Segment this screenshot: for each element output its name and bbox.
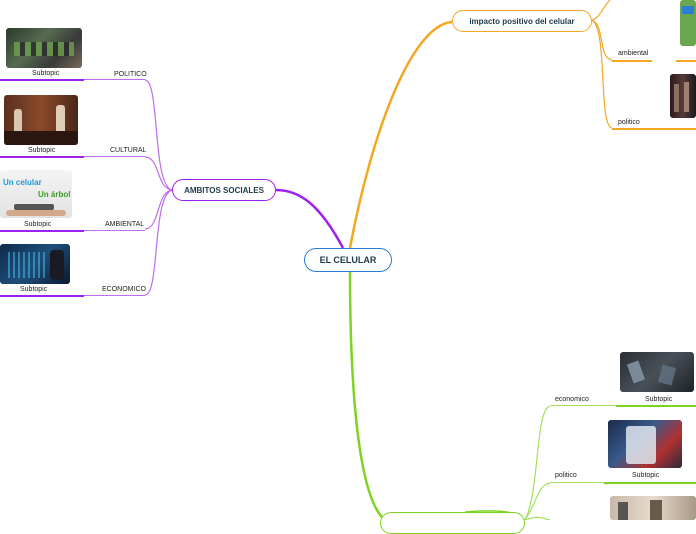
ambiental-image-text-2: Un árbol xyxy=(38,190,71,199)
bottom-politico-image xyxy=(608,420,682,468)
central-topic-label: EL CELULAR xyxy=(319,255,377,265)
mind-map-connectors xyxy=(144,0,613,520)
politico-image xyxy=(6,28,82,68)
connector-bottom-third xyxy=(524,516,551,520)
politico-underline xyxy=(84,79,145,80)
main-topic-ambitos-sociales[interactable]: AMBITOS SOCIALES xyxy=(172,179,276,201)
main-topic-impacto-positivo[interactable]: impacto positivo del celular xyxy=(452,10,592,32)
ambiental-subtopic-underline xyxy=(0,230,84,232)
impacto-politico-label: politico xyxy=(618,119,640,126)
bottom-economico-label: economico xyxy=(555,396,589,403)
bottom-politico-underline xyxy=(550,482,604,483)
ambiental-image-text-1: Un celular xyxy=(3,178,42,187)
connector-impacto-politico xyxy=(591,19,613,129)
impacto-ambiental-underline-2 xyxy=(676,60,696,62)
politico-subtopic-underline xyxy=(0,79,84,81)
economico-label: ECONOMICO xyxy=(102,286,146,293)
economico-image xyxy=(0,244,70,284)
bottom-economico-subtopic-underline xyxy=(616,405,696,407)
economico-underline xyxy=(84,295,145,296)
bottom-politico-subtopic: Subtopic xyxy=(632,472,660,479)
bottom-politico-label: politico xyxy=(555,472,577,479)
bottom-economico-image xyxy=(620,352,694,392)
politico-label: POLITICO xyxy=(114,71,147,78)
bottom-economico-underline xyxy=(550,405,616,406)
connector-ambitos-economico xyxy=(144,189,173,296)
bottom-third-image xyxy=(610,496,696,520)
bottom-politico-subtopic-underline xyxy=(604,482,696,484)
impacto-top-image xyxy=(680,0,696,46)
main-topic-bottom[interactable] xyxy=(380,512,525,534)
impacto-label: impacto positivo del celular xyxy=(469,16,575,26)
connector-impacto-ambiental xyxy=(591,19,613,61)
connector-ambitos-politico xyxy=(144,79,173,191)
connector-central-ambitos xyxy=(275,188,345,249)
impacto-politico-image xyxy=(670,74,696,118)
ambiental-label: AMBIENTAL xyxy=(105,221,145,228)
impacto-ambiental-underline xyxy=(612,60,652,62)
connector-central-bottom xyxy=(348,271,386,520)
economico-subtopic-underline xyxy=(0,295,84,297)
connector-impacto-top xyxy=(591,0,611,21)
cultural-underline xyxy=(84,156,145,157)
impacto-ambiental-label: ambiental xyxy=(618,50,649,57)
impacto-politico-underline xyxy=(612,128,696,130)
central-topic[interactable]: EL CELULAR xyxy=(304,248,392,272)
bottom-economico-subtopic: Subtopic xyxy=(645,396,673,403)
connector-ambitos-ambiental xyxy=(144,189,173,230)
ambiental-image: Un celular Un árbol xyxy=(0,170,72,218)
ambiental-underline xyxy=(84,230,145,231)
cultural-image xyxy=(4,95,78,145)
politico-subtopic: Subtopic xyxy=(32,70,60,77)
connector-bottom-economico xyxy=(524,405,551,520)
ambiental-subtopic: Subtopic xyxy=(24,221,52,228)
connector-ambitos-cultural xyxy=(144,156,173,191)
connector-central-impacto xyxy=(348,20,453,249)
cultural-label: CULTURAL xyxy=(110,147,147,154)
ambitos-label: AMBITOS SOCIALES xyxy=(184,185,264,195)
economico-subtopic: Subtopic xyxy=(20,286,48,293)
connector-bottom-politico xyxy=(524,482,551,520)
cultural-subtopic: Subtopic xyxy=(28,147,56,154)
cultural-subtopic-underline xyxy=(0,156,84,158)
